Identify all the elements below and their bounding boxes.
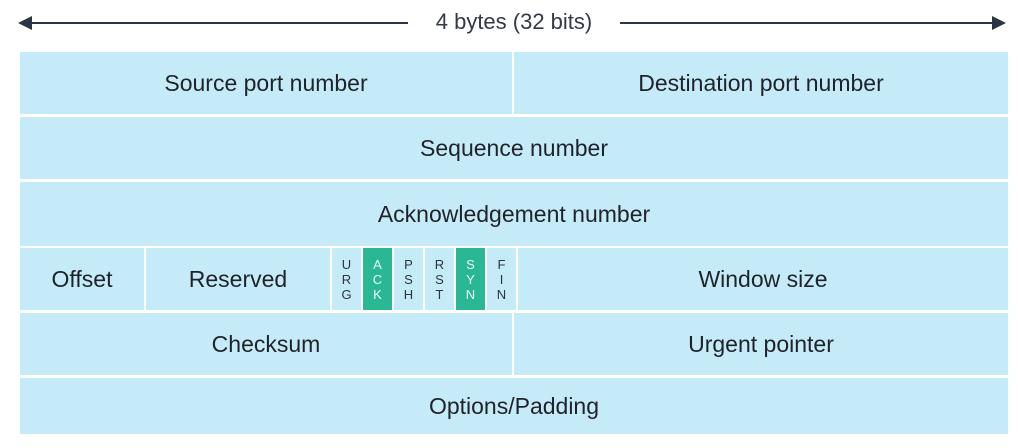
flag-letter: S — [466, 256, 475, 272]
flag-letter: R — [434, 256, 445, 272]
tcp-header-diagram: Source port number Destination port numb… — [20, 52, 1008, 434]
reserved-field: Reserved — [146, 248, 332, 310]
arrow-line-right — [620, 22, 1002, 24]
flag-letter: K — [373, 286, 382, 302]
window-size-field: Window size — [518, 248, 1008, 310]
flag-letter: N — [465, 286, 476, 302]
sequence-row: Sequence number — [20, 117, 1008, 179]
flag-letter: F — [497, 256, 506, 272]
flag-letter: S — [435, 271, 444, 287]
urgent-pointer-field: Urgent pointer — [514, 313, 1008, 375]
source-port-field: Source port number — [20, 52, 514, 114]
flag-letter: T — [435, 286, 444, 302]
checksum-row: Checksum Urgent pointer — [20, 313, 1008, 375]
arrow-line-left — [24, 22, 408, 24]
flag-letter: I — [499, 271, 504, 287]
flag-letter: S — [404, 271, 413, 287]
flag-letter: Y — [466, 271, 475, 287]
arrow-right-icon — [992, 16, 1006, 30]
acknowledgement-number-field: Acknowledgement number — [20, 182, 1008, 246]
offset-field: Offset — [20, 248, 146, 310]
flag-letter: H — [403, 286, 414, 302]
flag-letter: G — [341, 286, 352, 302]
options-row: Options/Padding — [20, 378, 1008, 434]
checksum-field: Checksum — [20, 313, 514, 375]
flag-letter: R — [341, 271, 352, 287]
flag-letter: C — [372, 271, 383, 287]
width-label: 4 bytes (32 bits) — [435, 9, 593, 34]
flag-letter: N — [496, 286, 507, 302]
flag-letter: A — [373, 256, 382, 272]
ports-row: Source port number Destination port numb… — [20, 52, 1008, 114]
width-indicator: 4 bytes (32 bits) — [18, 8, 1008, 38]
options-padding-field: Options/Padding — [20, 378, 1008, 434]
acknowledgement-row: Acknowledgement number — [20, 182, 1008, 246]
destination-port-field: Destination port number — [514, 52, 1008, 114]
flag-letter: U — [341, 256, 352, 272]
flag-letter: P — [404, 256, 413, 272]
sequence-number-field: Sequence number — [20, 117, 1008, 179]
